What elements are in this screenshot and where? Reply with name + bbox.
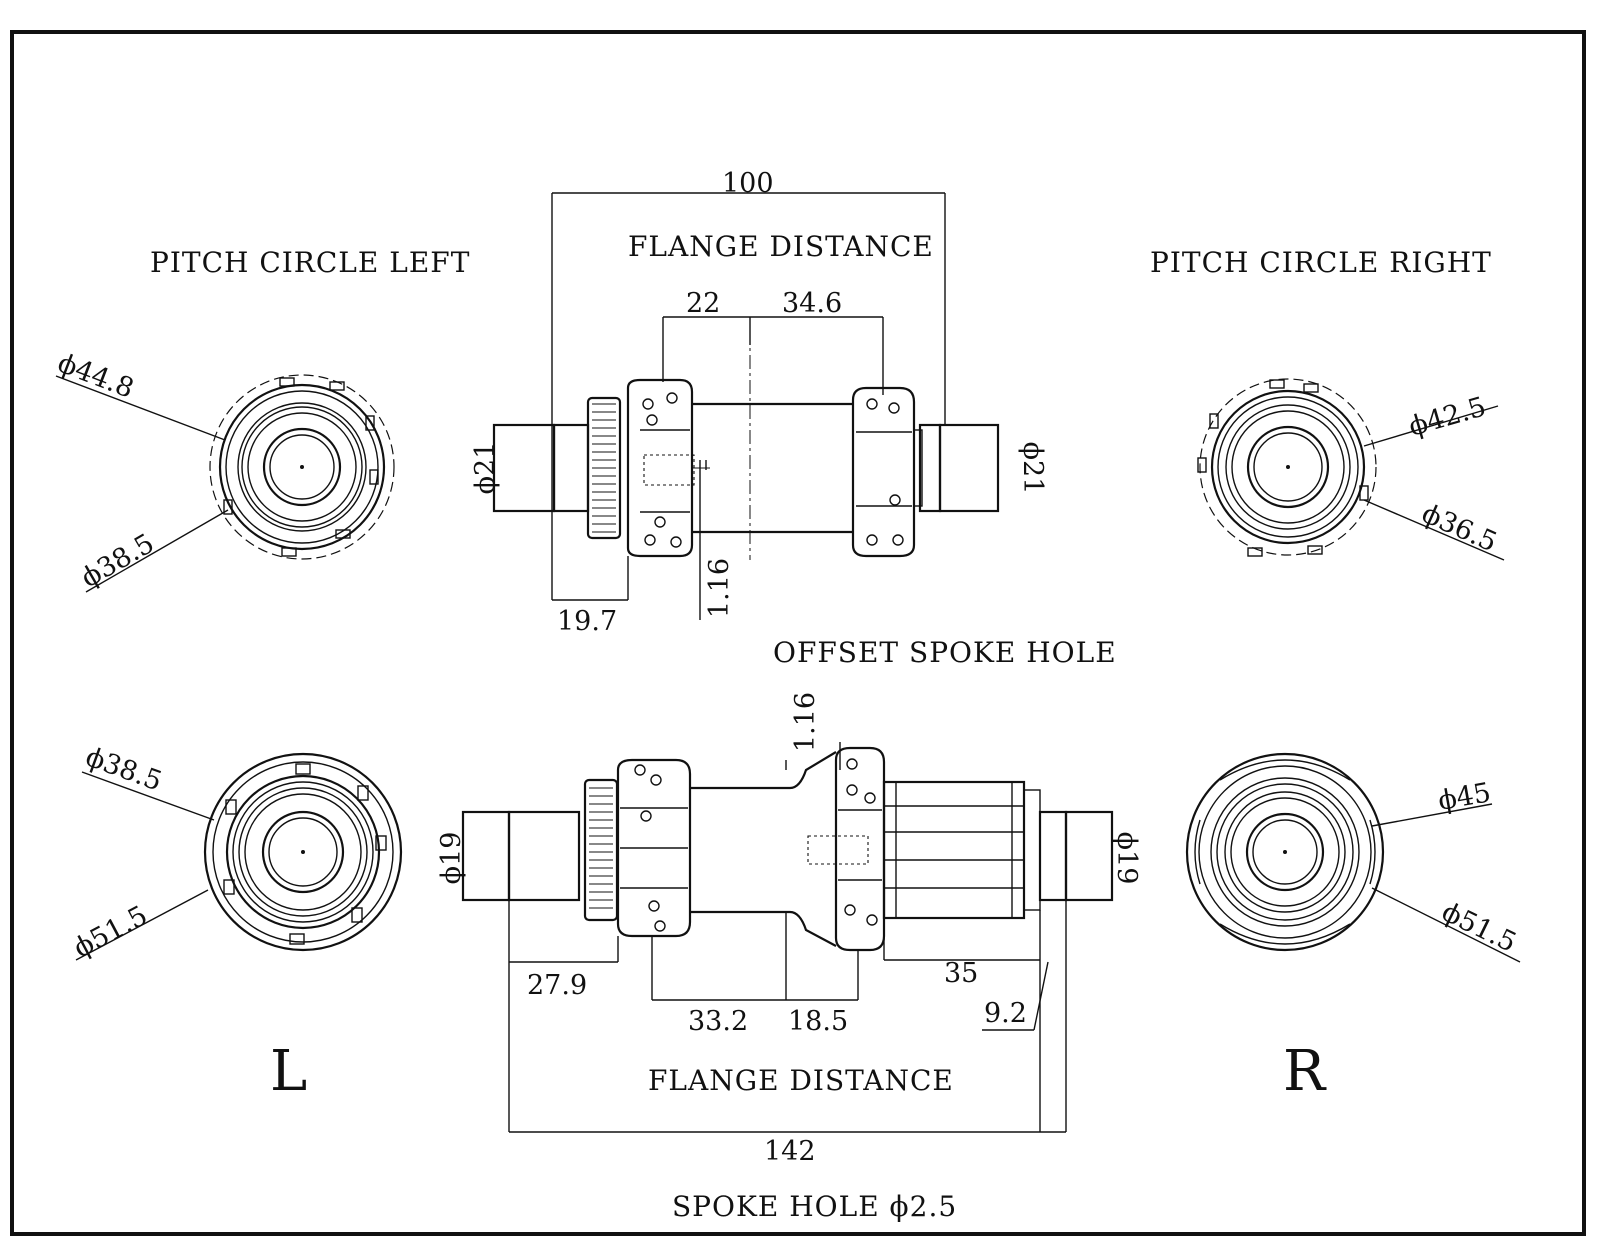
front-pitch-circle-left: ϕ44.8 ϕ38.5 <box>53 348 395 594</box>
dim-front-left-outer: ϕ44.8 <box>53 348 137 405</box>
dim-front-right-outer: ϕ42.5 <box>1405 391 1489 442</box>
dim-front-spoke-offset: 1.16 <box>704 558 735 618</box>
dim-rear-disc-offset: 27.9 <box>527 970 587 1001</box>
dim-front-disc-offset: 19.7 <box>557 606 617 637</box>
dim-front-flange-left: 22 <box>686 288 720 319</box>
dim-front-axle-right: ϕ21 <box>1017 442 1048 495</box>
dim-front-right-inner: ϕ36.5 <box>1417 498 1501 558</box>
rear-hub-drawing: 1.16 ϕ19 ϕ19 <box>436 692 1142 1167</box>
dim-rear-right-bottom: ϕ51.5 <box>1437 896 1521 958</box>
sheet-border <box>10 30 1586 1236</box>
dim-rear-axle-left: ϕ19 <box>436 832 467 885</box>
dim-rear-left-top: ϕ38.5 <box>82 741 166 797</box>
dim-rear-overall: 142 <box>764 1136 816 1167</box>
dim-rear-end-cap: 9.2 <box>984 998 1027 1029</box>
title-flange-distance-top: FLANGE DISTANCE <box>628 230 934 263</box>
dim-front-flange-right: 34.6 <box>782 288 842 319</box>
title-spoke-hole: SPOKE HOLE ϕ2.5 <box>672 1190 957 1223</box>
dim-rear-spoke-offset: 1.16 <box>790 692 821 752</box>
title-offset-spoke-hole: OFFSET SPOKE HOLE <box>773 636 1117 669</box>
front-pitch-circle-right: ϕ42.5 ϕ36.5 <box>1197 378 1505 561</box>
dim-rear-axle-right: ϕ19 <box>1111 832 1142 885</box>
rear-pitch-circle-left: ϕ38.5 ϕ51.5 <box>69 741 403 964</box>
side-label-left: L <box>270 1039 307 1104</box>
dim-rear-freehub: 35 <box>944 958 978 989</box>
title-pitch-circle-left: PITCH CIRCLE LEFT <box>150 246 470 279</box>
dim-rear-flange-left: 33.2 <box>688 1006 748 1037</box>
front-hub-drawing: 100 22 34.6 ϕ21 ϕ21 <box>470 168 1048 637</box>
rear-disc-teeth <box>589 787 613 909</box>
side-label-right: R <box>1283 1039 1327 1104</box>
dim-front-left-inner: ϕ38.5 <box>76 528 160 594</box>
title-pitch-circle-right: PITCH CIRCLE RIGHT <box>1150 246 1492 279</box>
dim-front-overall: 100 <box>722 168 774 199</box>
title-flange-distance-bottom: FLANGE DISTANCE <box>648 1064 954 1097</box>
dim-front-axle-left: ϕ21 <box>470 442 501 495</box>
dim-rear-left-bottom: ϕ51.5 <box>69 900 153 964</box>
dim-rear-flange-right: 18.5 <box>788 1006 848 1037</box>
rear-pitch-circle-right: ϕ45 ϕ51.5 <box>1185 752 1521 963</box>
dim-rear-right-top: ϕ45 <box>1436 777 1493 817</box>
front-disc-teeth <box>592 403 616 533</box>
